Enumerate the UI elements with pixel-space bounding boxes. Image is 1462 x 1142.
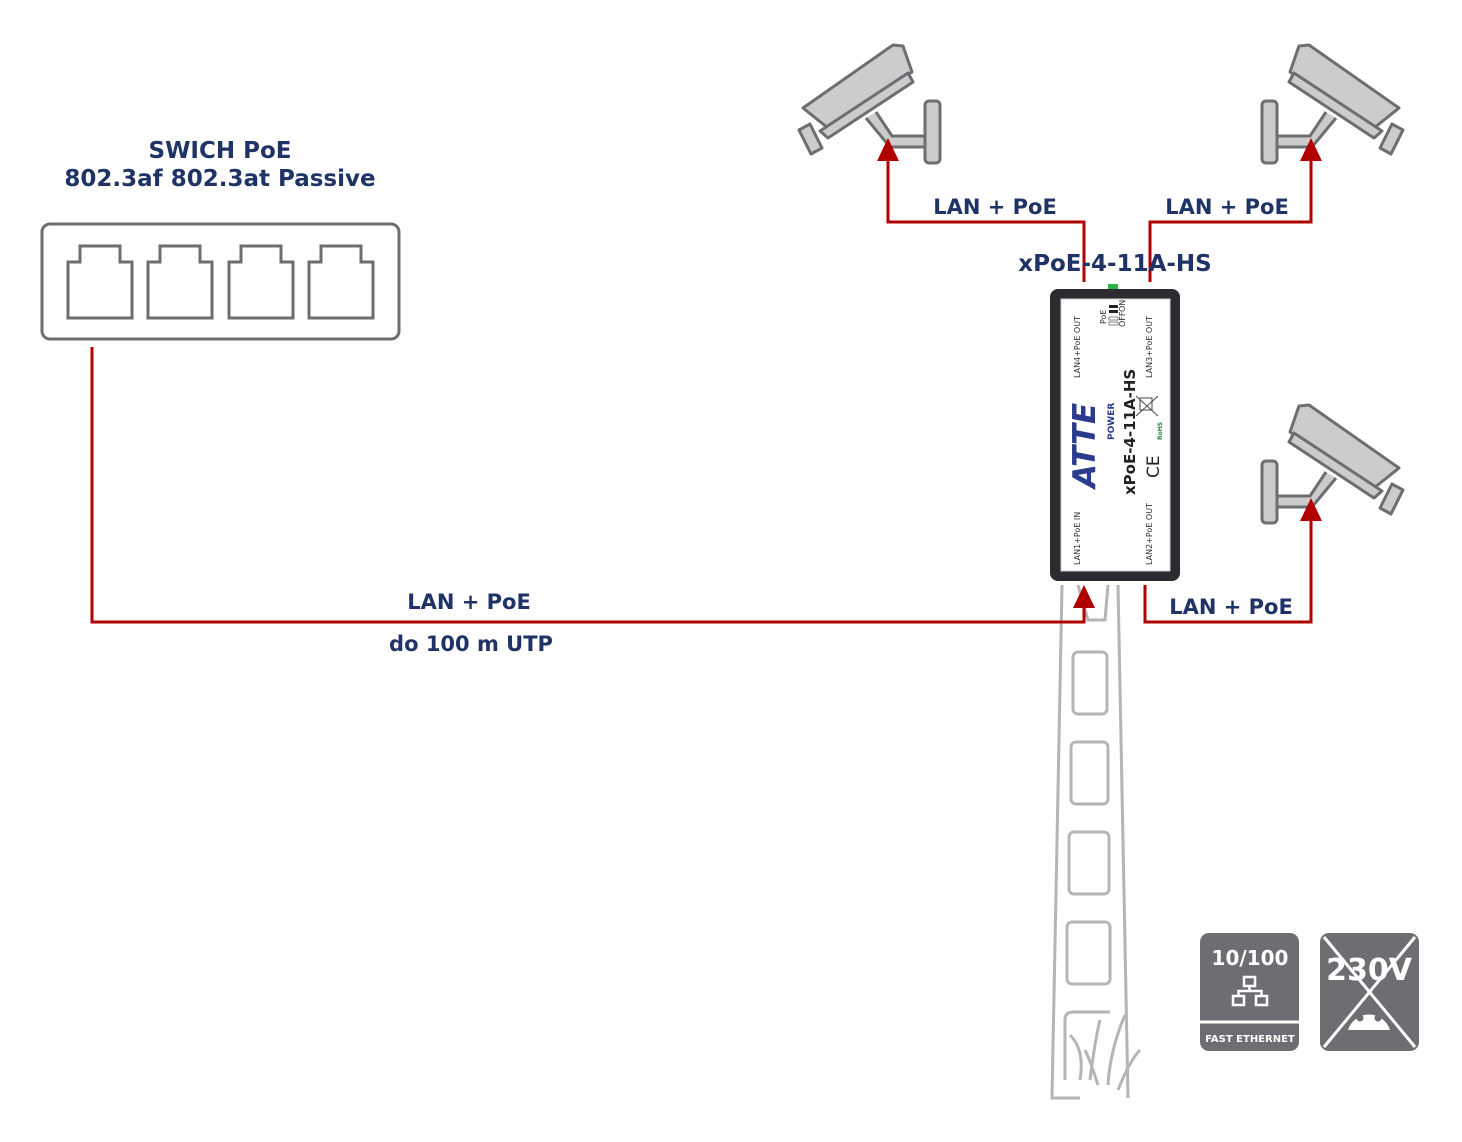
cam1-label: LAN + PoE [933, 195, 1057, 219]
uplink-label: LAN + PoE [407, 590, 531, 614]
switch-ports [66, 244, 375, 320]
cables [90, 155, 1313, 624]
dip-label: PoE [1099, 310, 1108, 325]
poe-extender-device: LAN4+PoE OUT LAN3+PoE OUT LAN1+PoE IN LA… [1050, 284, 1180, 581]
port-lan2: LAN2+PoE OUT [1145, 503, 1154, 565]
port-lan4: LAN4+PoE OUT [1073, 316, 1082, 378]
arrow-up-icon [1073, 585, 1095, 608]
no-230v-badge: 230V [1320, 933, 1419, 1051]
brand-logo: ATTE [1067, 403, 1103, 491]
dip-switch-connector [1108, 284, 1118, 292]
speed-label: 10/100 [1212, 946, 1289, 970]
cam2-cable [1148, 155, 1313, 282]
rj45-port-icon [66, 244, 134, 320]
uplink-distance: do 100 m UTP [389, 632, 553, 656]
poe-switch [40, 222, 401, 341]
speed-caption: FAST ETHERNET [1205, 1034, 1295, 1045]
power-socket-icon [1348, 1014, 1390, 1030]
switch-subtitle: 802.3af 802.3at Passive [64, 166, 375, 192]
rj45-port-icon [307, 244, 375, 320]
cam2-label: LAN + PoE [1165, 195, 1289, 219]
ce-mark: CE [1144, 455, 1164, 478]
weee-bin-icon [1135, 395, 1159, 417]
rj45-port-icon [146, 244, 214, 320]
cam1-cable [886, 155, 1086, 282]
brand-sub: POWER [1107, 403, 1117, 440]
device-model-print: xPoE-4-11A-HS [1121, 369, 1139, 495]
rj45-port-icon [227, 244, 295, 320]
port-lan3: LAN3+PoE OUT [1145, 316, 1154, 378]
camera-icon [1260, 43, 1405, 165]
cam3-label: LAN + PoE [1169, 595, 1293, 619]
arrow-up-icon [1300, 498, 1322, 521]
fast-ethernet-badge: 10/100 FAST ETHERNET [1200, 933, 1299, 1051]
uplink-cable [90, 347, 1086, 624]
arrow-up-icon [877, 138, 899, 161]
dip-on: ON [1118, 300, 1127, 312]
voltage-label: 230V [1326, 953, 1413, 988]
camera-icon [797, 43, 942, 165]
network-icon [1231, 975, 1269, 1007]
rohs-mark: RoHS [1157, 422, 1164, 440]
cam3-cable [1143, 515, 1313, 624]
pole [1050, 584, 1142, 1100]
arrows [877, 138, 1322, 608]
device-title: xPoE-4-11A-HS [1018, 251, 1211, 277]
camera-icon [1260, 403, 1405, 525]
port-lan1: LAN1+PoE IN [1073, 512, 1082, 565]
cross-out-icon [1322, 936, 1417, 1048]
switch-title: SWICH PoE [149, 138, 292, 164]
dip-switch: ON OFF [1108, 300, 1127, 327]
arrow-up-icon [1300, 138, 1322, 161]
dip-off: OFF [1118, 311, 1127, 327]
